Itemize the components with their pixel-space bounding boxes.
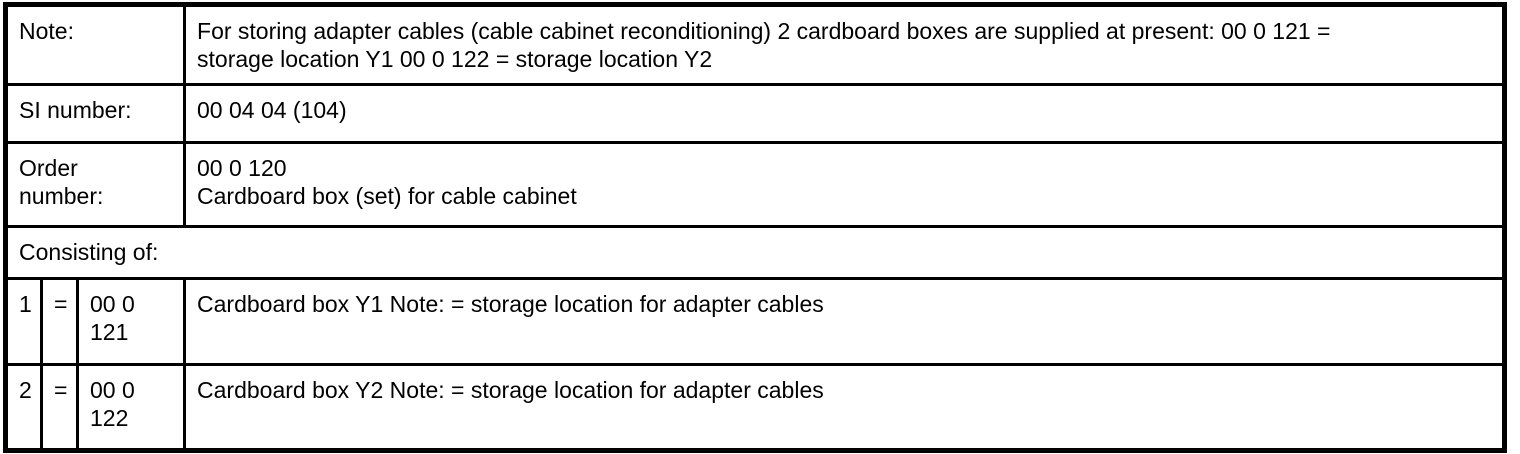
- parts-info-table: Note: For storing adapter cables (cable …: [3, 2, 1507, 453]
- item-equals-cell: =: [40, 277, 79, 366]
- item-index-cell: 2: [4, 363, 43, 452]
- item-description-cell: Cardboard box Y1 Note: = storage locatio…: [183, 277, 1506, 366]
- item-row-1: 1 = 00 0 121 Cardboard box Y1 Note: = st…: [4, 277, 1506, 366]
- si-number-value-cell: 00 04 04 (104): [183, 83, 1506, 144]
- order-number-label-cell: Order number:: [3, 141, 187, 228]
- si-number-row: SI number: 00 04 04 (104): [3, 83, 1506, 144]
- note-row: Note: For storing adapter cables (cable …: [3, 3, 1506, 86]
- item-index-cell: 1: [4, 277, 43, 366]
- consisting-of-row: Consisting of:: [4, 225, 1506, 280]
- order-number-row: Order number: 00 0 120 Cardboard box (se…: [3, 141, 1506, 228]
- item-code-cell: 00 0 121: [75, 277, 187, 366]
- item-code-cell: 00 0 122: [75, 363, 187, 452]
- order-number-value-cell: 00 0 120 Cardboard box (set) for cable c…: [183, 141, 1506, 228]
- item-description-cell: Cardboard box Y2 Note: = storage locatio…: [183, 363, 1506, 452]
- si-number-label-cell: SI number:: [3, 83, 187, 144]
- item-equals-cell: =: [40, 363, 79, 452]
- item-row-2: 2 = 00 0 122 Cardboard box Y2 Note: = st…: [4, 363, 1506, 452]
- consisting-of-header-cell: Consisting of:: [4, 225, 1506, 280]
- note-label-cell: Note:: [3, 3, 187, 86]
- note-content-cell: For storing adapter cables (cable cabine…: [183, 3, 1506, 86]
